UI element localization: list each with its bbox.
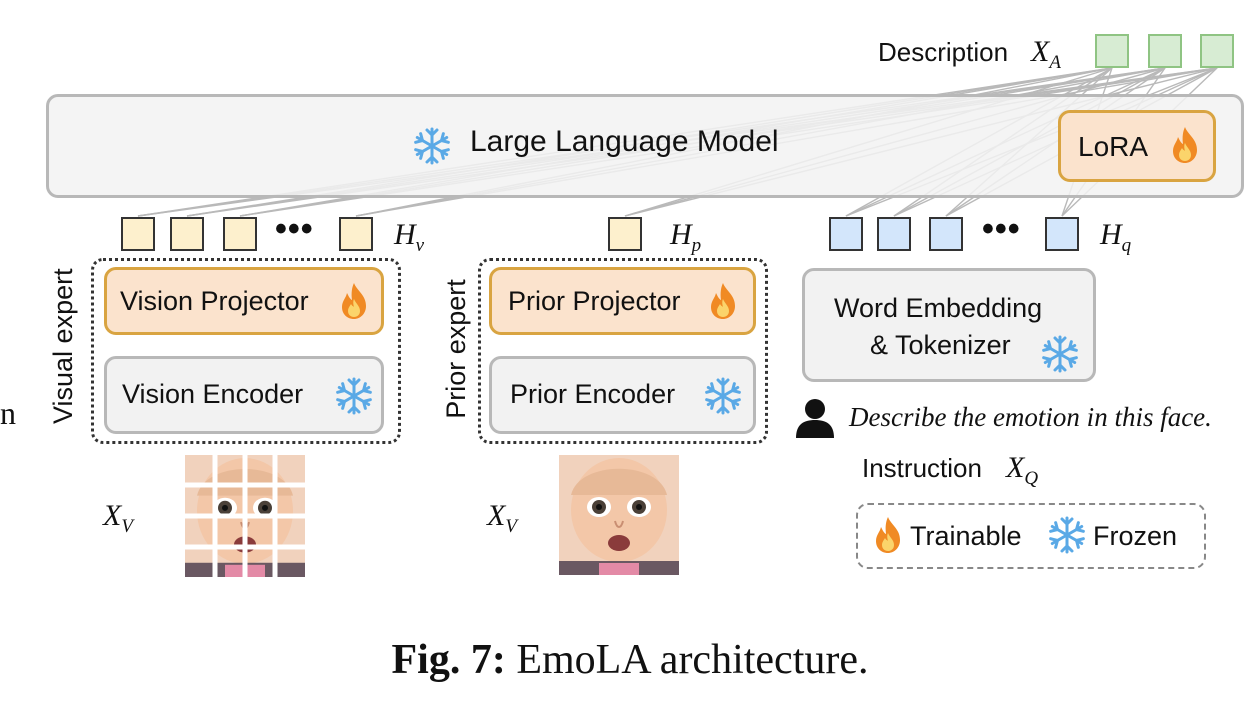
user-icon <box>796 399 834 438</box>
caption-text: EmoLA architecture. <box>516 637 869 683</box>
visual-expert-group <box>91 258 401 444</box>
visual-token-4 <box>339 217 373 251</box>
prior-encoder-box <box>489 356 756 434</box>
llm-label: Large Language Model <box>470 125 779 158</box>
figure-caption: Fig. 7: EmoLA architecture. <box>0 636 1260 684</box>
vision-projector-fire-icon <box>339 282 369 320</box>
visual-token-2 <box>170 217 204 251</box>
vision-encoder-box <box>104 356 384 434</box>
vision-projector-label: Vision Projector <box>120 286 309 316</box>
visual-token-1 <box>121 217 155 251</box>
text-token-3 <box>929 217 963 251</box>
legend-snowflake-icon <box>1047 515 1087 555</box>
llm-snowflake-icon <box>412 126 452 166</box>
prior-encoder-snowflake-icon <box>703 376 743 416</box>
xv-label-visual: XV <box>103 499 133 537</box>
visual-token-3 <box>223 217 257 251</box>
prior-projector-box <box>489 267 756 335</box>
xv-label-prior: XV <box>487 499 517 537</box>
prior-expert-label: Prior expert <box>441 279 471 419</box>
prior-projector-label: Prior Projector <box>508 286 681 316</box>
word-embedding-line2: & Tokenizer <box>870 330 1011 360</box>
patched-face-image <box>185 455 305 577</box>
vision-encoder-label: Vision Encoder <box>122 379 304 409</box>
output-token-3 <box>1200 34 1234 68</box>
lora-fire-icon <box>1170 126 1200 164</box>
instruction-text: Describe the emotion in this face. <box>849 402 1212 432</box>
legend-trainable: Trainable <box>910 521 1022 551</box>
output-token-2 <box>1148 34 1182 68</box>
hp-label: Hp <box>670 218 702 256</box>
description-var: XA <box>1031 35 1061 73</box>
text-token-4 <box>1045 217 1079 251</box>
edge-char: n <box>0 395 16 431</box>
visual-expert-label: Visual expert <box>48 268 78 424</box>
instruction-var: XQ <box>1006 451 1039 489</box>
hq-label: Hq <box>1100 218 1132 256</box>
face-image <box>559 455 679 575</box>
visual-token-ellipsis: ••• <box>275 210 314 248</box>
legend-box <box>856 503 1206 569</box>
prior-encoder-label: Prior Encoder <box>510 379 676 409</box>
description-label: Description <box>878 37 1009 67</box>
prior-projector-fire-icon <box>708 282 738 320</box>
word-embedding-snowflake-icon <box>1040 334 1080 374</box>
output-token-1 <box>1095 34 1129 68</box>
vision-projector-box <box>104 267 384 335</box>
legend-fire-icon <box>873 516 903 554</box>
prior-token <box>608 217 642 251</box>
caption-bold: Fig. 7: <box>391 637 506 683</box>
word-embedding-line1: Word Embedding <box>834 293 1043 323</box>
prior-expert-group <box>478 258 768 444</box>
text-token-1 <box>829 217 863 251</box>
instruction-label: Instruction <box>862 453 982 483</box>
lora-label: LoRA <box>1078 131 1149 162</box>
text-token-ellipsis: ••• <box>982 210 1021 248</box>
llm-box <box>46 94 1244 198</box>
legend-frozen: Frozen <box>1093 521 1178 551</box>
text-token-2 <box>877 217 911 251</box>
vision-encoder-snowflake-icon <box>334 376 374 416</box>
hv-label: Hv <box>394 218 425 256</box>
